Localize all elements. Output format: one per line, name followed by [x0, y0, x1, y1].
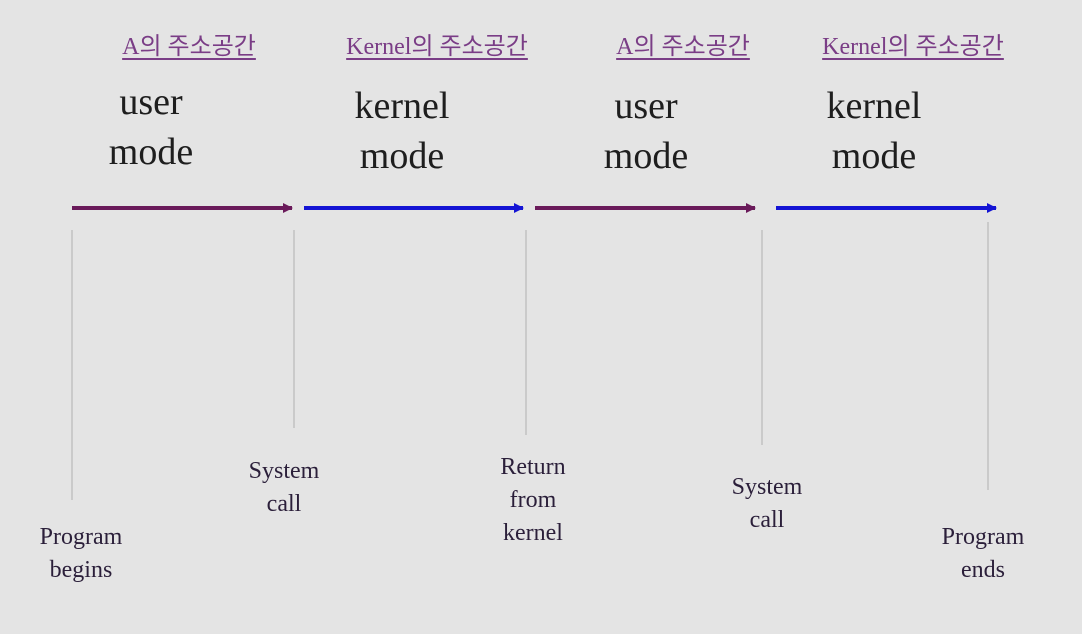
mode-label-line: kernel	[354, 85, 450, 127]
mode-label-line: mode	[603, 135, 689, 177]
event-label-line: Program	[39, 524, 123, 550]
event-label-return-from-kernel: Return from kernel	[500, 451, 565, 550]
event-label-line: ends	[961, 557, 1005, 583]
mode-label-kernel-2: kernel mode	[827, 81, 922, 181]
event-label-system-call-1: System call	[249, 455, 320, 521]
mode-label-line: mode	[108, 131, 194, 173]
event-label-program-begins: Program begins	[40, 521, 123, 587]
mode-label-line: mode	[831, 135, 917, 177]
mode-label-user-1: user mode	[109, 77, 193, 177]
address-space-label-a-2: A의 주소공간	[616, 34, 750, 60]
address-space-label-kernel-1: Kernel의 주소공간	[346, 34, 528, 60]
event-label-line: call	[266, 491, 302, 517]
event-label-line: System	[248, 458, 320, 484]
mode-label-line: kernel	[826, 85, 922, 127]
address-space-label-kernel-2: Kernel의 주소공간	[822, 34, 1004, 60]
event-label-line: from	[509, 487, 557, 513]
event-label-line: Program	[941, 524, 1025, 550]
event-label-system-call-2: System call	[732, 471, 803, 537]
event-label-line: kernel	[503, 520, 563, 546]
mode-label-kernel-1: kernel mode	[355, 81, 450, 181]
mode-label-line: user	[614, 85, 678, 127]
event-label-line: begins	[49, 557, 113, 583]
mode-label-user-2: user mode	[604, 81, 688, 181]
mode-label-line: user	[119, 81, 183, 123]
event-label-line: System	[731, 474, 803, 500]
mode-label-line: mode	[359, 135, 445, 177]
event-label-line: Return	[500, 454, 566, 480]
event-label-line: call	[749, 507, 785, 533]
address-space-label-a-1: A의 주소공간	[122, 34, 256, 60]
event-label-program-ends: Program ends	[942, 521, 1025, 587]
